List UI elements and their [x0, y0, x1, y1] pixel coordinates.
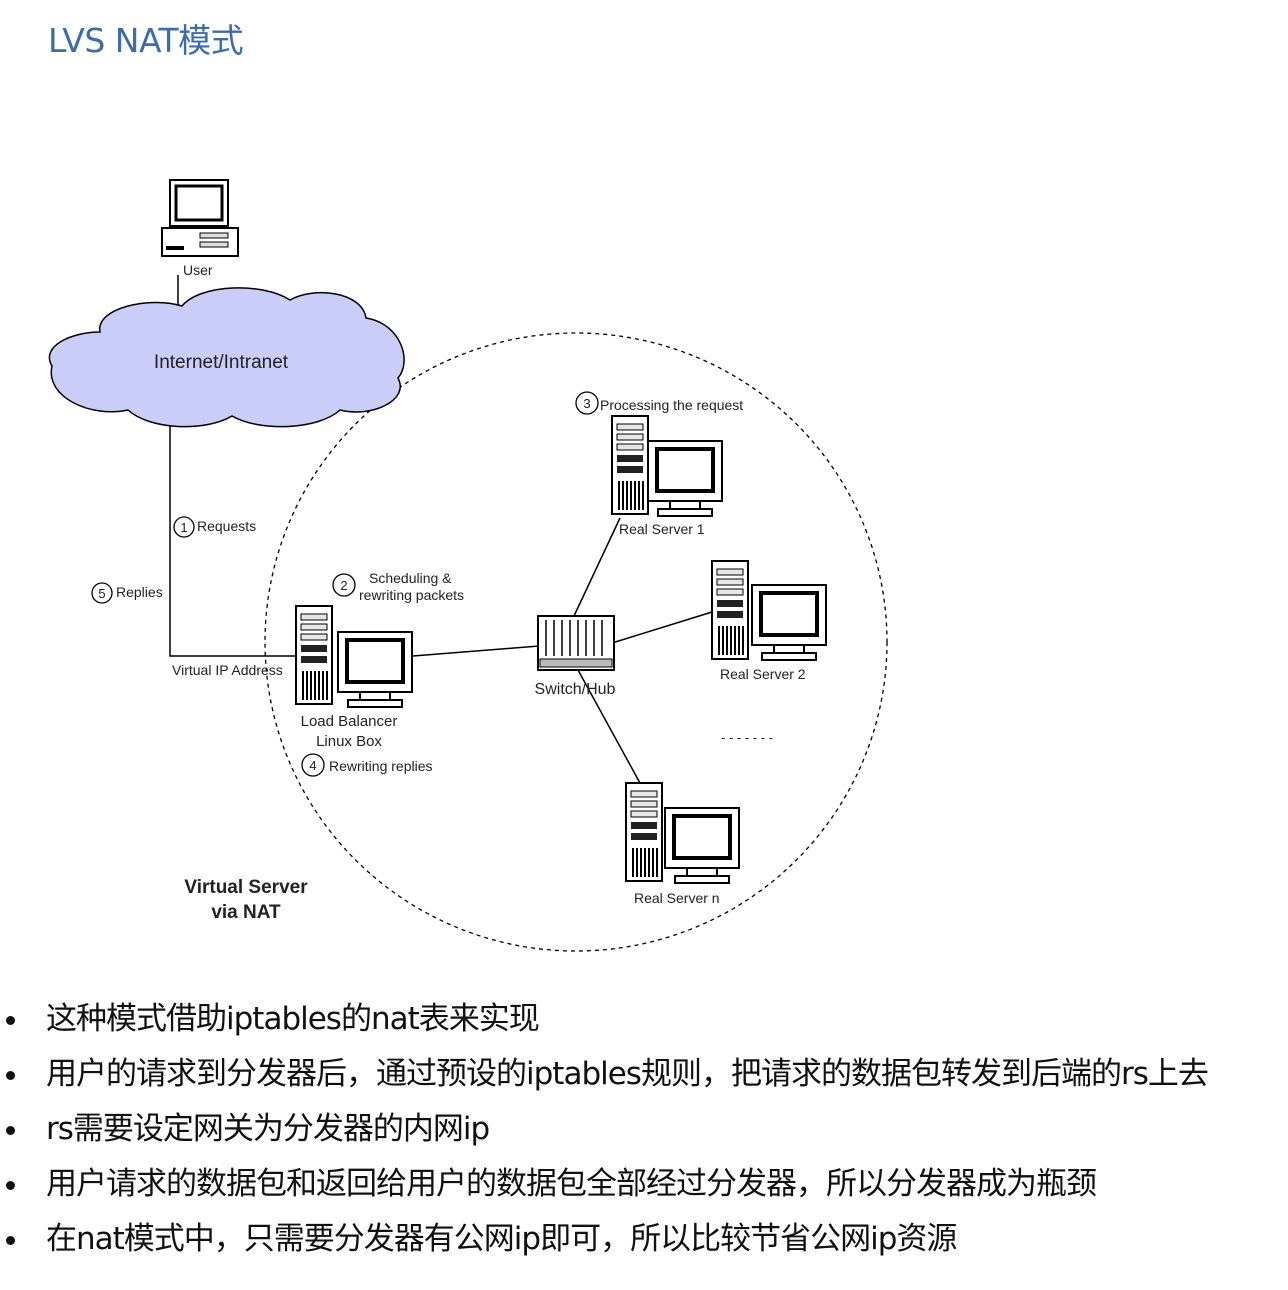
step-3-marker: 3	[575, 391, 599, 415]
lvs-nat-diagram: Internet/Intranet User 1 Requests 5 Repl…	[48, 179, 888, 952]
step-5-label: Replies	[116, 584, 163, 600]
lb-switch-link	[412, 645, 540, 657]
virtual-server-caption-line1: Virtual Server	[184, 877, 308, 898]
internet-cloud	[48, 287, 405, 428]
real-server-n-label: Real Server n	[634, 890, 720, 906]
real-server-2-icon	[711, 560, 828, 662]
bullet-text: 这种模式借助iptables的nat表来实现	[46, 1001, 540, 1037]
svg-text:3: 3	[583, 396, 590, 411]
lb-label-line2: Linux Box	[316, 733, 382, 750]
virtual-server-caption-line2: via NAT	[211, 902, 281, 923]
svg-text:5: 5	[98, 586, 105, 601]
bullet-item: 这种模式借助iptables的nat表来实现	[0, 995, 1208, 1050]
vip-label: Virtual IP Address	[172, 662, 283, 678]
step-2-label-line1: Scheduling &	[369, 570, 452, 586]
real-server-n-icon	[625, 782, 741, 885]
step-4-label: Rewriting replies	[329, 758, 432, 774]
step-1-label: Requests	[197, 518, 256, 534]
switch-rs2-link	[611, 611, 713, 644]
bullet-dot-icon	[6, 1071, 15, 1080]
step-2-marker: 2	[332, 573, 356, 597]
page-title: LVS NAT模式	[48, 21, 244, 60]
svg-text:2: 2	[340, 578, 347, 593]
bullet-item: rs需要设定网关为分发器的内网ip	[0, 1105, 1208, 1160]
lb-label-line1: Load Balancer	[301, 713, 398, 730]
real-server-1-label: Real Server 1	[619, 521, 705, 537]
step-2-label-line2: rewriting packets	[359, 587, 464, 603]
virtual-server-boundary	[264, 332, 888, 952]
bullet-item: 用户的请求到分发器后，通过预设的iptables规则，把请求的数据包转发到后端的…	[0, 1050, 1209, 1105]
more-servers-ellipsis: - - - - - - -	[721, 730, 773, 745]
bullet-item: 在nat模式中，只需要分发器有公网ip即可，所以比较节省公网ip资源	[0, 1215, 1208, 1270]
bullet-dot-icon	[6, 1236, 15, 1245]
cloud-lb-link	[169, 420, 296, 657]
bullet-list: 这种模式借助iptables的nat表来实现 用户的请求到分发器后，通过预设的i…	[0, 995, 1209, 1270]
user-computer-icon	[161, 179, 239, 257]
real-server-2-label: Real Server 2	[720, 666, 806, 682]
real-server-1-icon	[611, 415, 724, 518]
switch-rs1-link	[573, 517, 621, 617]
svg-text:1: 1	[180, 520, 187, 535]
bullet-text: 用户的请求到分发器后，通过预设的iptables规则，把请求的数据包转发到后端的…	[46, 1056, 1209, 1092]
bullet-text: rs需要设定网关为分发器的内网ip	[46, 1111, 490, 1147]
step-3-label: Processing the request	[600, 397, 743, 413]
bullet-text: 在nat模式中，只需要分发器有公网ip即可，所以比较节省公网ip资源	[46, 1221, 957, 1257]
cloud-label: Internet/Intranet	[154, 352, 289, 373]
switch-label: Switch/Hub	[535, 681, 616, 698]
step-5-marker: 5	[91, 582, 113, 604]
switch-hub-icon	[537, 615, 615, 671]
bullet-dot-icon	[6, 1126, 15, 1135]
bullet-item: 用户请求的数据包和返回给用户的数据包全部经过分发器，所以分发器成为瓶颈	[0, 1160, 1208, 1215]
switch-rsn-link	[577, 669, 641, 784]
bullet-text: 用户请求的数据包和返回给用户的数据包全部经过分发器，所以分发器成为瓶颈	[46, 1166, 1097, 1202]
user-label: User	[183, 262, 213, 278]
svg-text:4: 4	[309, 758, 316, 773]
bullet-dot-icon	[6, 1016, 15, 1025]
step-4-marker: 4	[301, 753, 325, 777]
step-1-marker: 1	[173, 516, 195, 538]
bullet-dot-icon	[6, 1181, 15, 1190]
load-balancer-icon	[295, 605, 414, 709]
